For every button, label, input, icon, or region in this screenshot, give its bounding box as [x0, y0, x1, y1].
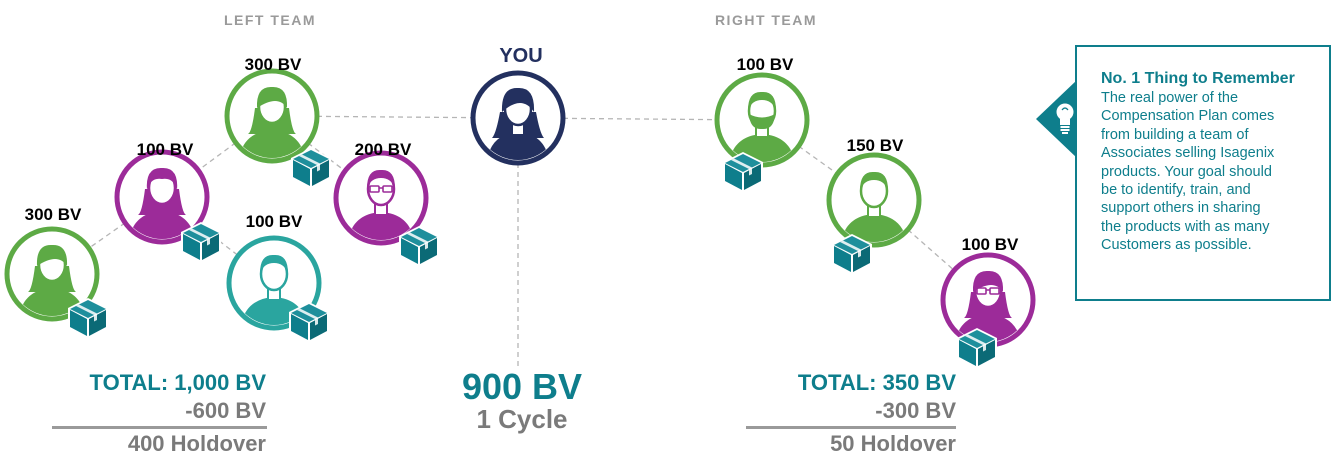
product-box-icon — [68, 298, 108, 338]
right-holdover: 50 Holdover — [830, 431, 956, 456]
left-holdover: 400 Holdover — [127, 431, 266, 456]
avatar-left-200 — [333, 150, 429, 246]
node-bv-label: 100 BV — [136, 140, 194, 159]
node-bv-label: 100 BV — [736, 55, 794, 74]
product-box-icon — [291, 148, 331, 188]
callout-line: Associates selling Isagenix — [1101, 145, 1275, 162]
cycle-count: 1 Cycle — [476, 404, 568, 434]
callout-line: support others in sharing — [1101, 200, 1261, 217]
callout-line: products. Your goal should — [1101, 163, 1272, 180]
avatar-right-100-top — [714, 72, 810, 168]
tip-callout: No. 1 Thing to Remember The real power o… — [1075, 45, 1331, 301]
avatar-right-150 — [826, 152, 922, 248]
node-bv-label: 300 BV — [244, 55, 302, 74]
callout-line: Compensation Plan comes — [1101, 108, 1275, 125]
node-bv-label: 100 BV — [961, 235, 1019, 254]
node-bv-label: 200 BV — [354, 140, 412, 159]
left-divider — [52, 426, 267, 429]
member-avatars — [4, 68, 1036, 368]
right-minus: -300 BV — [875, 398, 956, 423]
right-total: TOTAL: 350 BV — [797, 370, 956, 395]
cycle-bv: 900 BV — [461, 366, 583, 407]
callout-line: The real power of the — [1101, 90, 1239, 106]
callout-line: the products with as many — [1101, 218, 1270, 235]
callout-line: Customers as possible. — [1101, 237, 1252, 254]
product-box-icon — [399, 226, 439, 266]
left-minus: -600 BV — [185, 398, 266, 423]
avatar-left-300-bottom — [4, 226, 100, 322]
node-bv-label: 150 BV — [846, 136, 904, 155]
node-bv-label: 300 BV — [24, 205, 82, 224]
product-box-icon — [181, 222, 221, 262]
callout-title: No. 1 Thing to Remember — [1101, 70, 1295, 87]
right-divider — [746, 426, 956, 429]
callout-line: from building a team of — [1101, 126, 1249, 143]
product-box-icon — [289, 302, 329, 342]
you-label: YOU — [499, 45, 543, 67]
avatar-left-100-lower — [226, 235, 322, 331]
left-total: TOTAL: 1,000 BV — [89, 370, 266, 395]
node-bv-label: 100 BV — [245, 212, 303, 231]
left-team-label: LEFT TEAM — [223, 12, 317, 28]
lightbulb-icon — [1036, 80, 1077, 158]
callout-line: be to identify, train, and — [1101, 182, 1251, 199]
product-box-icon — [957, 328, 997, 368]
avatar-left-100-upper — [114, 149, 210, 245]
product-box-icon — [832, 234, 872, 274]
you-avatar — [470, 70, 566, 166]
right-team-label: RIGHT TEAM — [714, 12, 818, 28]
product-box-icon — [723, 152, 763, 192]
avatar-right-100-bottom — [940, 252, 1036, 348]
avatar-left-300-top — [224, 68, 320, 164]
